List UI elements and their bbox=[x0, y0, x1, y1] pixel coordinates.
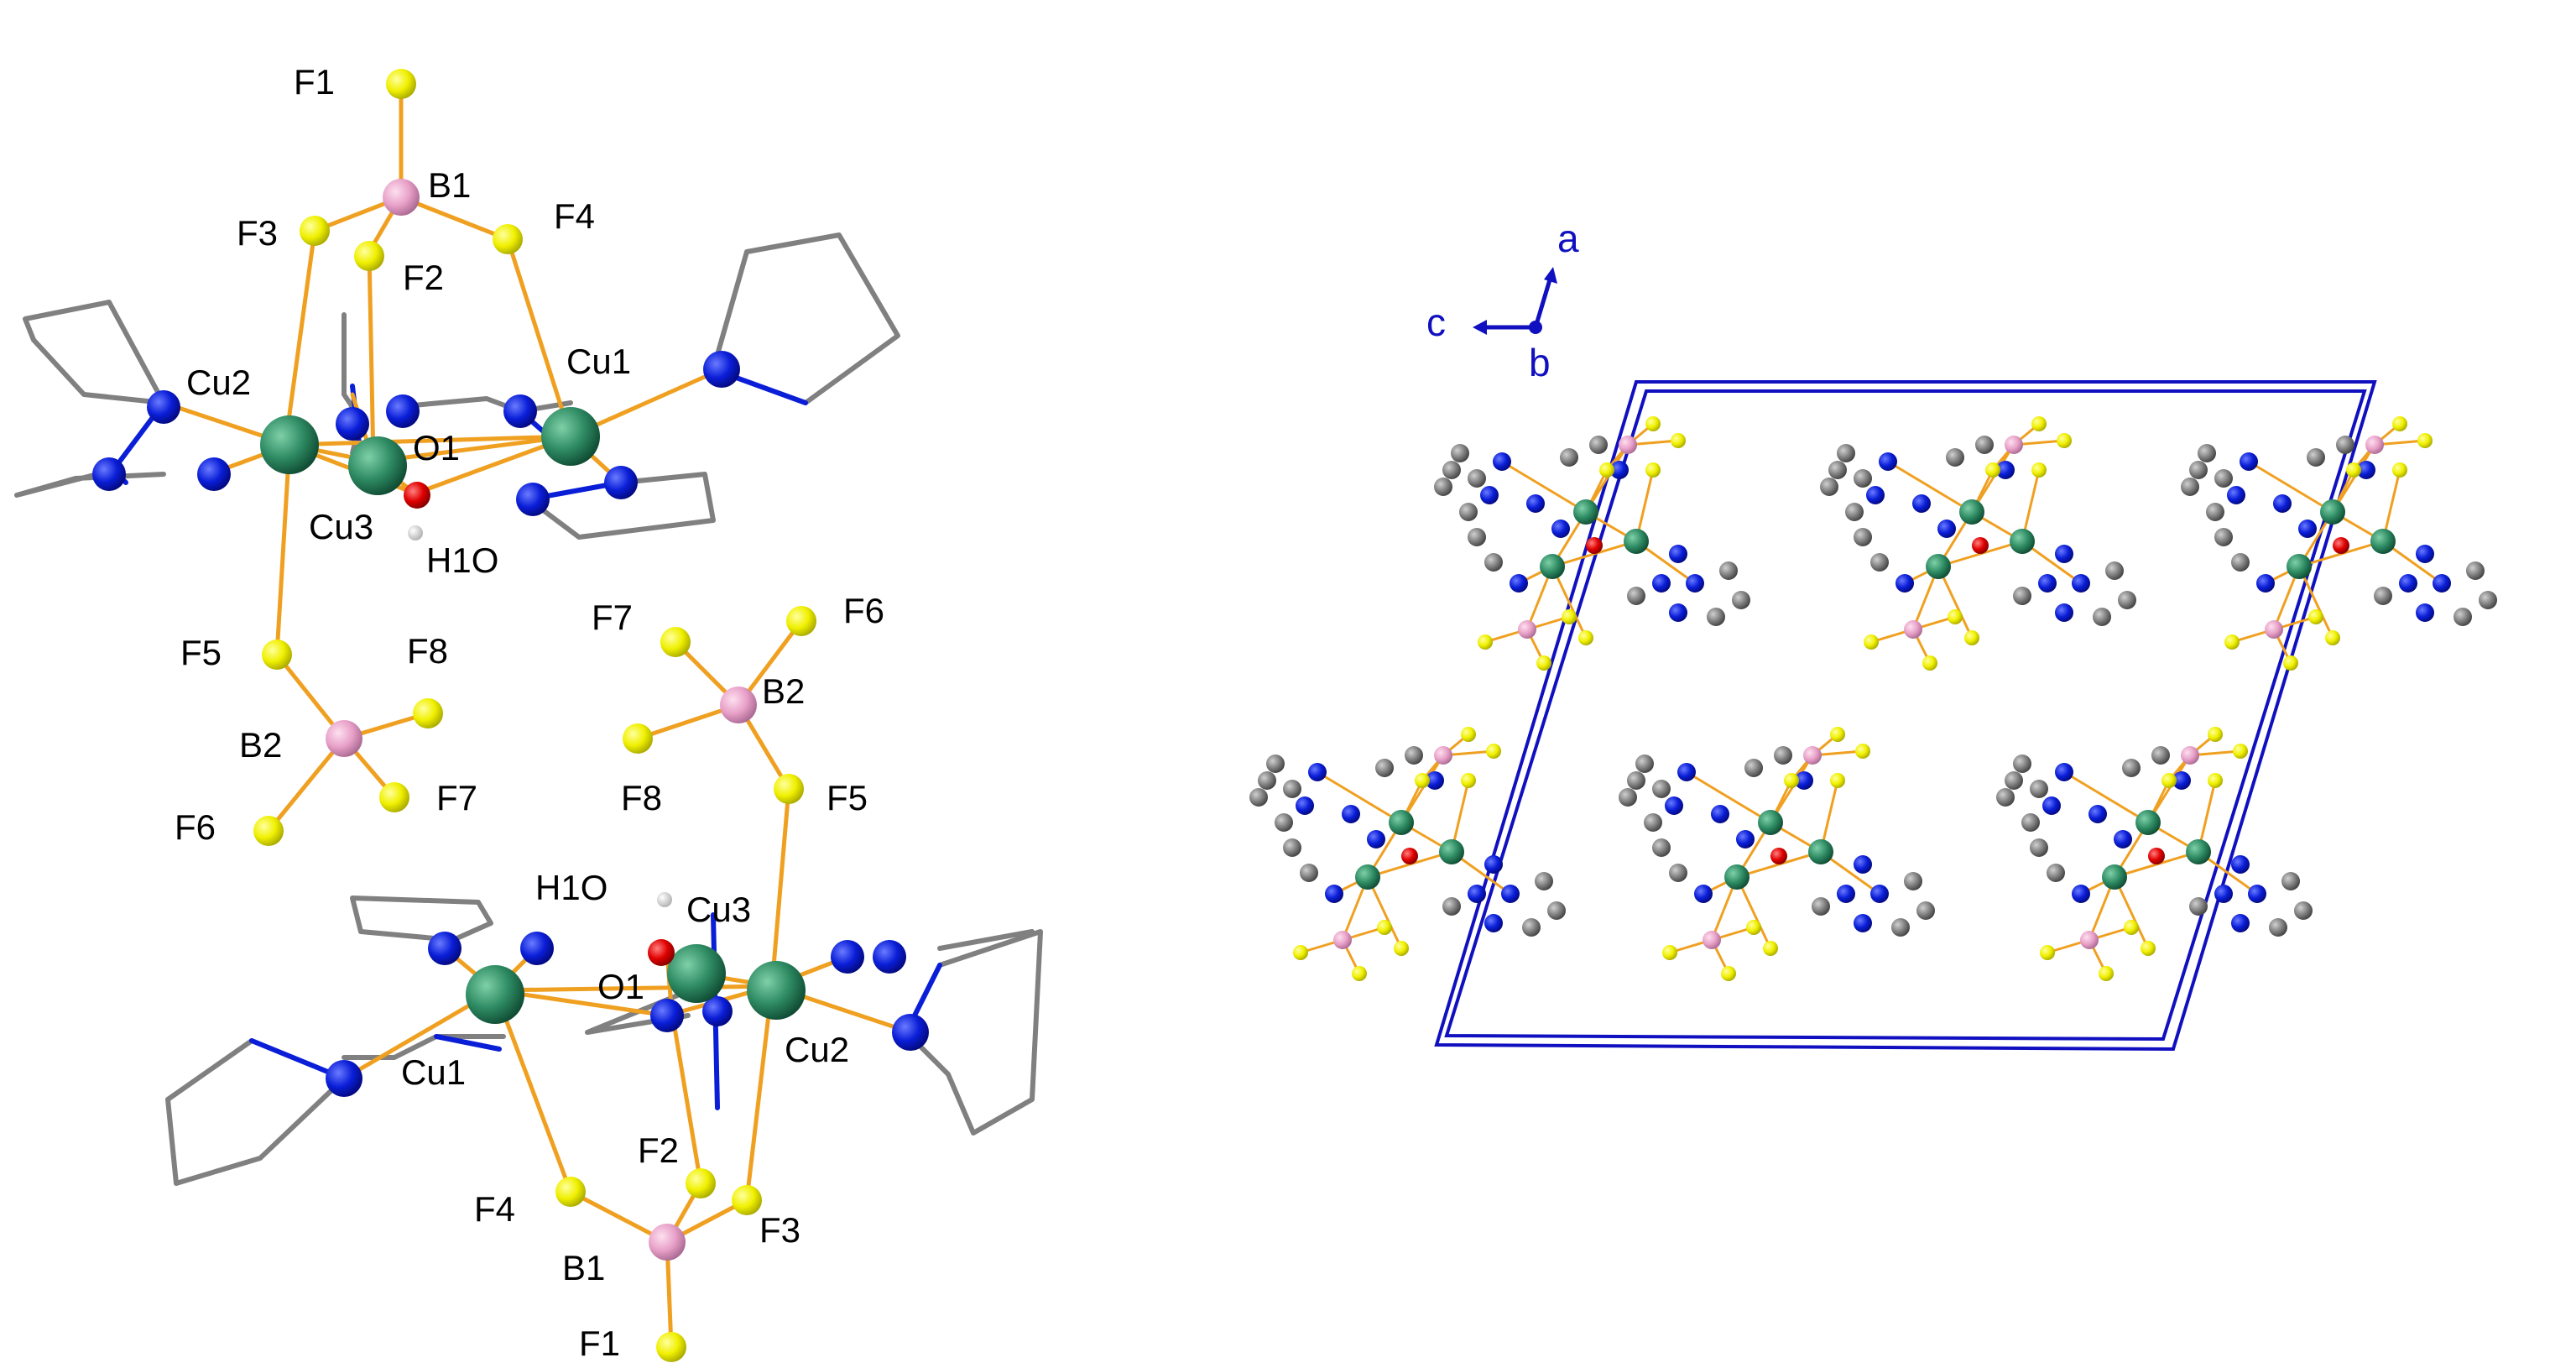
label-f2: F2 bbox=[403, 258, 444, 297]
axis-triad: a b c bbox=[1426, 217, 1579, 384]
label-f6-lower: F6 bbox=[843, 591, 884, 630]
label-f8-lower: F8 bbox=[621, 778, 662, 817]
label-f5-lower: F5 bbox=[827, 778, 868, 817]
lower-atoms bbox=[326, 606, 929, 1362]
packed-molecule bbox=[1818, 415, 2138, 672]
label-cu1: Cu1 bbox=[566, 342, 631, 381]
packed-molecule bbox=[1995, 725, 2314, 983]
b-axis-dot bbox=[1529, 321, 1542, 334]
label-b1: B1 bbox=[428, 165, 471, 205]
label-f7: F7 bbox=[436, 778, 477, 817]
label-cu1-lower: Cu1 bbox=[401, 1052, 466, 1092]
label-h1o: H1O bbox=[426, 540, 498, 580]
label-f7-lower: F7 bbox=[592, 598, 633, 637]
packed-molecule bbox=[1617, 725, 1937, 983]
label-f2-lower: F2 bbox=[638, 1130, 679, 1170]
label-b2: B2 bbox=[239, 725, 282, 765]
lower-ligand-rings bbox=[165, 895, 1043, 1186]
lower-atom-labels: F7 F6 B2 F8 F5 H1O Cu3 O1 Cu1 Cu2 F2 F4 … bbox=[401, 591, 884, 1363]
lower-molecule: F7 F6 B2 F8 F5 H1O Cu3 O1 Cu1 Cu2 F2 F4 … bbox=[165, 591, 1043, 1363]
packing-molecules bbox=[1248, 415, 2499, 983]
label-b1-lower: B1 bbox=[562, 1248, 605, 1287]
packed-molecule bbox=[1432, 415, 1752, 672]
label-cu3: Cu3 bbox=[309, 507, 373, 546]
label-o1: O1 bbox=[413, 428, 460, 467]
label-f1-lower: F1 bbox=[579, 1324, 620, 1363]
label-f3: F3 bbox=[237, 213, 278, 253]
label-b2-lower: B2 bbox=[762, 671, 805, 711]
axis-label-c: c bbox=[1426, 300, 1446, 344]
label-f5: F5 bbox=[180, 633, 222, 672]
label-f8: F8 bbox=[407, 631, 448, 671]
upper-atoms bbox=[92, 69, 740, 846]
axis-label-b: b bbox=[1529, 341, 1551, 384]
label-f1: F1 bbox=[294, 62, 335, 102]
label-f4-lower: F4 bbox=[474, 1189, 515, 1229]
label-cu3-lower: Cu3 bbox=[686, 890, 751, 929]
label-f3-lower: F3 bbox=[759, 1210, 800, 1250]
upper-atom-labels: F1 B1 F3 F4 F2 Cu2 Cu1 O1 Cu3 H1O F5 F8 … bbox=[175, 62, 631, 847]
label-cu2-lower: Cu2 bbox=[785, 1030, 849, 1069]
upper-molecule: F1 B1 F3 F4 F2 Cu2 Cu1 O1 Cu3 H1O F5 F8 … bbox=[14, 62, 900, 847]
label-f6: F6 bbox=[175, 807, 216, 847]
axis-label-a: a bbox=[1557, 217, 1579, 260]
label-cu2: Cu2 bbox=[186, 363, 251, 402]
packed-molecule bbox=[2179, 415, 2499, 672]
label-f4: F4 bbox=[554, 196, 595, 236]
upper-ligand-rings bbox=[14, 232, 900, 540]
label-o1-lower: O1 bbox=[597, 967, 644, 1006]
packed-molecule bbox=[1248, 725, 1567, 983]
label-h1o-lower: H1O bbox=[535, 868, 607, 907]
unit-cell bbox=[1434, 380, 2377, 1052]
